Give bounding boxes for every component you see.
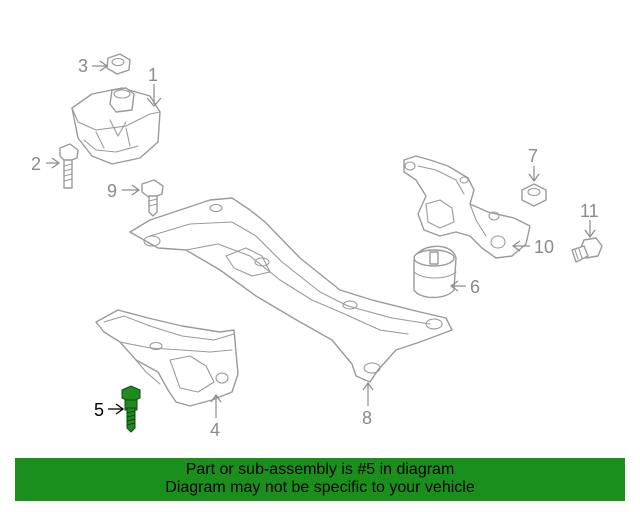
part-2-bolt bbox=[59, 143, 79, 189]
callout-2: 2 bbox=[31, 154, 41, 174]
callout-10: 10 bbox=[534, 237, 554, 257]
part-4-bracket bbox=[95, 309, 239, 407]
callout-6: 6 bbox=[470, 277, 480, 297]
callout-5: 5 bbox=[94, 400, 104, 420]
part-9-bolt bbox=[141, 179, 164, 217]
part-1-engine-mount bbox=[71, 87, 161, 165]
part-11-bolt bbox=[571, 237, 603, 263]
part-3-nut bbox=[106, 53, 131, 75]
callout-3: 3 bbox=[78, 56, 88, 76]
part-6-rubber-mount bbox=[413, 245, 457, 299]
callout-7: 7 bbox=[528, 146, 538, 166]
leader-lines bbox=[46, 60, 596, 418]
callout-11: 11 bbox=[580, 201, 599, 221]
part-7-nut bbox=[521, 183, 547, 207]
callout-4: 4 bbox=[210, 420, 220, 440]
part-8-crossmember bbox=[129, 197, 453, 383]
banner-line-1: Part or sub-assembly is #5 in diagram bbox=[185, 461, 455, 478]
info-banner: Part or sub-assembly is #5 in diagram Di… bbox=[15, 458, 625, 501]
callout-9: 9 bbox=[107, 181, 117, 201]
banner-line-2: Diagram may not be specific to your vehi… bbox=[165, 479, 475, 496]
callout-1: 1 bbox=[148, 65, 158, 85]
part-5-bolt-highlighted[interactable] bbox=[121, 385, 141, 433]
callout-8: 8 bbox=[362, 408, 372, 428]
part-10-transmission-bracket bbox=[403, 155, 531, 259]
